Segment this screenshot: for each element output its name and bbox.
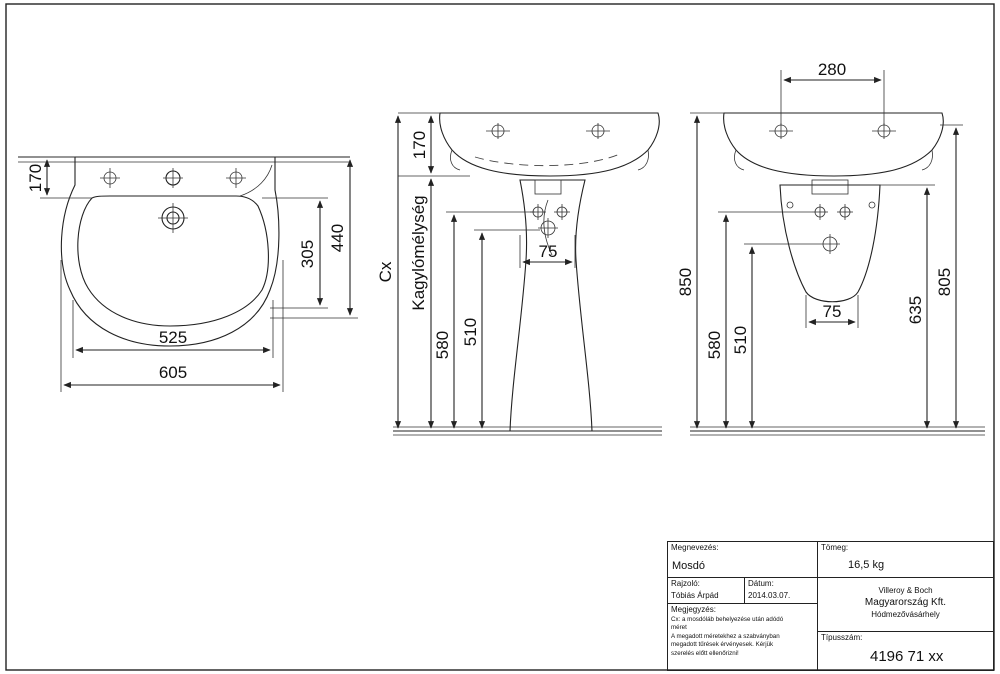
tap-hole-icon bbox=[769, 123, 793, 139]
datum-value: 2014.03.07. bbox=[748, 591, 791, 600]
rajzolo-value: Tóbiás Árpád bbox=[671, 591, 719, 600]
tipusszam-value: 4196 71 xx bbox=[870, 648, 944, 665]
drain-hole-icon bbox=[158, 203, 188, 233]
tomeg-label: Tömeg: bbox=[821, 543, 849, 552]
dim-805: 805 bbox=[935, 268, 954, 296]
cell-megjegyzes: Megjegyzés: Cx: a mosdóláb behelyezése u… bbox=[668, 604, 818, 670]
tap-hole-icon bbox=[586, 123, 610, 139]
pedestal-outline bbox=[509, 179, 593, 432]
company-line2: Magyarország Kft. bbox=[864, 597, 947, 608]
tap-hole-center-icon bbox=[163, 168, 183, 188]
dim-510-side1: 510 bbox=[461, 318, 480, 346]
tap-hole-right-icon bbox=[226, 168, 246, 188]
megjegyzes-line2: méret bbox=[671, 624, 687, 632]
top-view: 170 305 440 525 605 bbox=[18, 156, 358, 392]
drawing-frame bbox=[5, 3, 995, 671]
outlet-icon bbox=[812, 204, 828, 220]
tap-hole-icon bbox=[872, 123, 896, 139]
datum-label: Dátum: bbox=[748, 579, 774, 588]
dim-440: 440 bbox=[328, 224, 347, 252]
basin-outline-side1 bbox=[439, 112, 660, 177]
tap-hole-left-icon bbox=[100, 168, 120, 188]
cell-tipusszam: Típusszám: 4196 71 xx bbox=[818, 632, 993, 670]
cell-datum: Dátum: 2014.03.07. bbox=[745, 578, 818, 604]
dim-580-side2: 580 bbox=[705, 331, 724, 359]
side-view-halfpedestal: 280 850 580 510 75 635 805 bbox=[676, 60, 985, 436]
dim-75-side2: 75 bbox=[823, 302, 842, 321]
outlet-icon bbox=[538, 218, 558, 238]
megjegyzes-line5: szerelés előtt ellenőrizni! bbox=[671, 649, 739, 657]
label-kagylomelyseg: Kagylómélység bbox=[409, 195, 428, 310]
megnevezes-value: Mosdó bbox=[672, 560, 706, 572]
dim-635: 635 bbox=[906, 296, 925, 324]
company-line1: Villeroy & Boch bbox=[878, 586, 933, 595]
basin-outline-top bbox=[60, 156, 280, 347]
tipusszam-label: Típusszám: bbox=[821, 633, 863, 642]
dim-cx: Cx bbox=[376, 261, 395, 282]
company-line3: Hódmezővásárhely bbox=[871, 610, 940, 619]
megjegyzes-line4: megadott tűrések érvényesek. Kérjük bbox=[671, 641, 774, 649]
megjegyzes-line1: Cx: a mosdóláb behelyezése után adódó bbox=[671, 616, 784, 623]
cell-megnevezes: Megnevezés: Mosdó bbox=[668, 542, 818, 578]
megnevezes-label: Megnevezés: bbox=[671, 543, 719, 552]
tap-hole-icon bbox=[486, 123, 510, 139]
basin-inner-top bbox=[77, 195, 269, 327]
dim-510-side2: 510 bbox=[731, 326, 750, 354]
dim-170-side: 170 bbox=[410, 131, 429, 159]
outlet-icon bbox=[820, 234, 840, 254]
title-block: Megnevezés: Mosdó Tömeg: 16,5 kg Rajzoló… bbox=[667, 541, 994, 671]
cell-company: Villeroy & Boch Magyarország Kft. Hódmez… bbox=[818, 578, 993, 632]
basin-outline-side2 bbox=[723, 112, 944, 177]
dim-605: 605 bbox=[159, 363, 187, 382]
dim-305: 305 bbox=[298, 240, 317, 268]
dim-170-front: 170 bbox=[26, 164, 45, 192]
cell-tomeg: Tömeg: 16,5 kg bbox=[818, 542, 993, 578]
rajzolo-label: Rajzoló: bbox=[671, 579, 700, 588]
cell-rajzolo: Rajzoló: Tóbiás Árpád bbox=[668, 578, 745, 604]
tomeg-value: 16,5 kg bbox=[848, 559, 885, 571]
outlet-icon bbox=[554, 204, 570, 220]
outlet-icon bbox=[837, 204, 853, 220]
dim-850: 850 bbox=[676, 268, 695, 296]
dim-525: 525 bbox=[159, 328, 187, 347]
side-view-pedestal: 170 Cx Kagylómélység 580 510 75 bbox=[376, 112, 662, 436]
dim-580-side1: 580 bbox=[433, 331, 452, 359]
half-pedestal-outline bbox=[779, 184, 881, 303]
megjegyzes-label: Megjegyzés: bbox=[671, 605, 716, 614]
megjegyzes-line3: A megadott méretekhez a szabványban bbox=[671, 632, 780, 640]
dim-75-side1: 75 bbox=[539, 242, 558, 261]
dim-280: 280 bbox=[818, 60, 846, 79]
